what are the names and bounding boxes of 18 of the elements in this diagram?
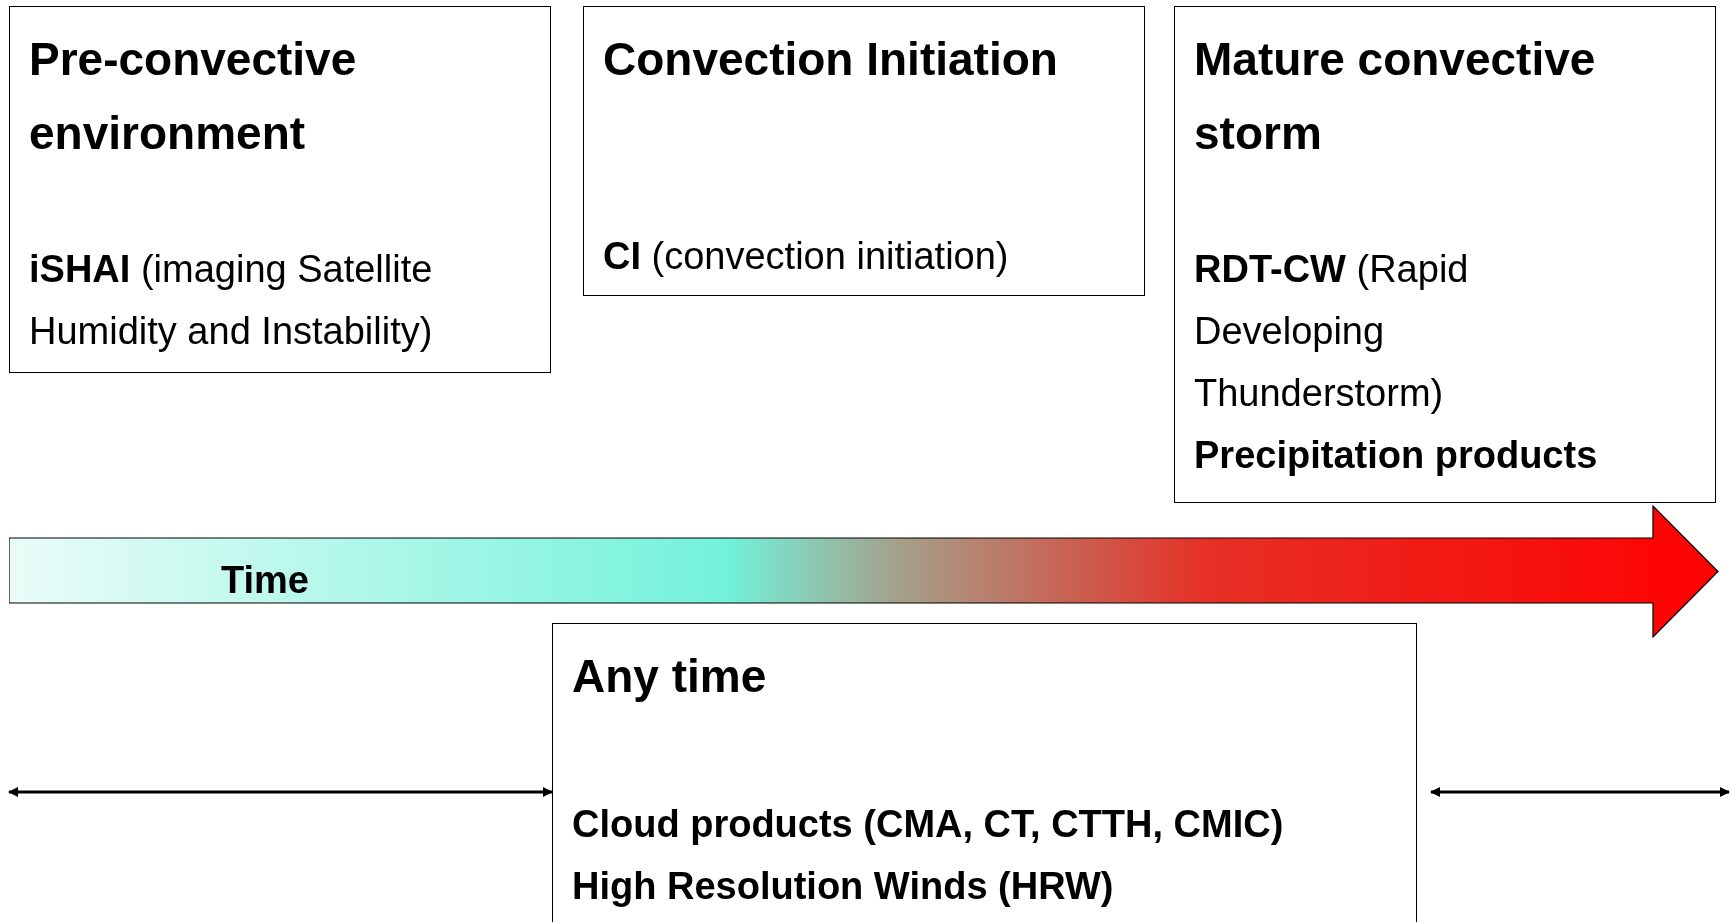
timeline-bar [9,505,1719,638]
double-arrow [1430,787,1730,797]
box-heading: Pre-convective environment [29,32,358,161]
product-text: Cloud products (CMA, CT, CTTH, CMIC) [572,802,1285,847]
product-text: High Resolution Winds (HRW) [572,864,1115,909]
stage-box [9,6,551,373]
box-heading: Any time [572,649,768,704]
product-text: CI (convection initiation) [603,234,1010,279]
product-text: RDT-CW (Rapid Developing Thunderstorm) [1194,247,1470,416]
product-text: iSHAI (imaging Satellite Humidity and Instability) [29,247,434,354]
box-heading: Convection Initiation [603,32,1059,87]
time-label: Time [221,558,309,603]
product-text: Precipitation products [1194,433,1599,478]
box-heading: Mature convective storm [1194,32,1597,161]
double-arrow [8,787,553,797]
stage-box [1174,6,1716,503]
stage-box [552,623,1417,922]
stage-box [583,6,1145,296]
